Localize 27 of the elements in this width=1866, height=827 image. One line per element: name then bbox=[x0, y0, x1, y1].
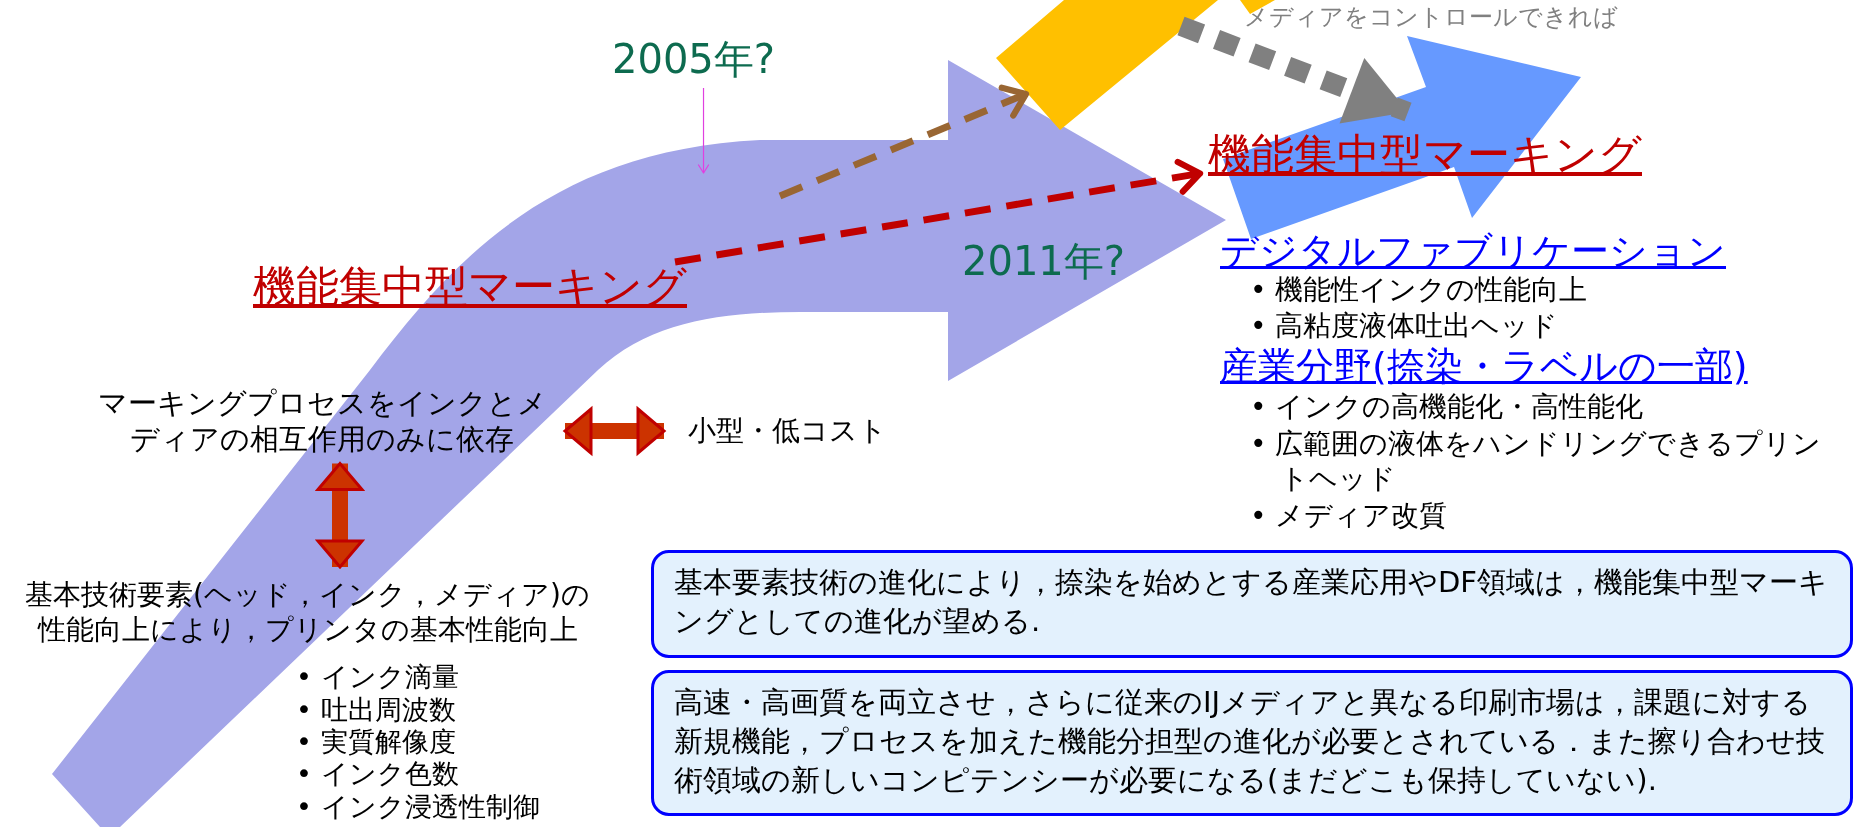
bullet-item: • インク浸透性制御 bbox=[296, 791, 541, 823]
bullet-item: • インク滴量 bbox=[296, 661, 460, 693]
bullet-item: • 機能性インクの性能向上 bbox=[1250, 272, 1589, 307]
section-heading: デジタルファブリケーション bbox=[1220, 229, 1726, 275]
year-label: 2011年? bbox=[962, 237, 1126, 286]
heading-text: 機能集中型マーキング bbox=[253, 262, 687, 312]
dashed-arrow bbox=[674, 158, 1204, 266]
bullet-item: • メディア改質 bbox=[1250, 498, 1449, 533]
bullet-item: • インクの高機能化・高性能化 bbox=[1250, 389, 1645, 424]
double-arrow bbox=[563, 407, 666, 455]
description-text: 小型・低コスト bbox=[688, 413, 887, 448]
double-arrow bbox=[316, 462, 364, 569]
bullet-item: • 広範囲の液体をハンドリングできるプリントヘッド bbox=[1250, 426, 1823, 496]
dashed-arrow bbox=[778, 84, 1030, 200]
bullet-item: • 実質解像度 bbox=[296, 726, 457, 758]
bullet-item: • インク色数 bbox=[296, 758, 460, 790]
description-text: 基本技術要素(ヘッド，インク，メディア)の性能向上により，プリンタの基本性能向上 bbox=[20, 577, 595, 647]
callout-panel: 高速・高画質を両立させ，さらに従来のIJメディアと異なる印刷市場は，課題に対する新規機能，プロセスを加えた機能分担型の進化が必要とされている．また擦り合わせ技術領域の新しいコンピテンシーが必要になる(まだどこも保持していない). bbox=[651, 670, 1853, 816]
year-label: 2005年? bbox=[612, 34, 776, 84]
dashed-arrow bbox=[1177, 16, 1412, 124]
section-heading: 産業分野(捺染・ラベルの一部) bbox=[1220, 344, 1748, 390]
leader-line bbox=[697, 87, 710, 174]
caption-text: メディアをコントロールできれば bbox=[1244, 2, 1618, 32]
description-text: マーキングプロセスをインクとメディアの相互作用のみに依存 bbox=[97, 385, 547, 458]
bullet-item: • 高粘度液体吐出ヘッド bbox=[1250, 308, 1560, 343]
callout-panel: 基本要素技術の進化により，捺染を始めとする産業応用やDF領域は，機能集中型マーキングとしての進化が望める. bbox=[651, 550, 1853, 658]
bullet-item: • 吐出周波数 bbox=[296, 694, 457, 726]
